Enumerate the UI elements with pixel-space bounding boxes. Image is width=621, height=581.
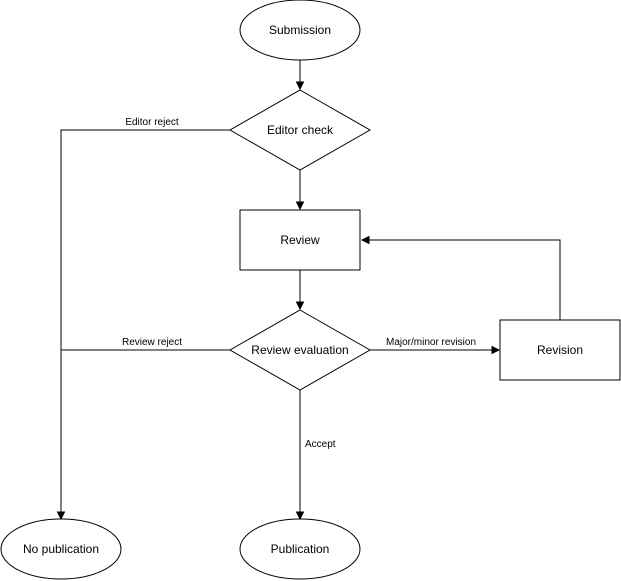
label-accept: Accept [305, 439, 336, 450]
arrowhead-review-right [360, 235, 370, 245]
arrowhead-review-evaluation [295, 301, 305, 311]
arrowhead-publication [295, 511, 305, 521]
node-no-publication [0, 518, 122, 580]
node-publication [239, 518, 361, 580]
node-review-evaluation [228, 309, 372, 391]
node-revision [499, 319, 621, 381]
arrowhead-review-top [295, 201, 305, 211]
label-publication: Publication [271, 542, 330, 556]
label-review-reject: Review reject [122, 337, 182, 348]
label-revision: Revision [537, 343, 583, 357]
edge-labels: Editor reject Review reject Major/minor … [122, 117, 476, 450]
edges [56, 60, 561, 521]
label-editor-reject: Editor reject [125, 117, 179, 128]
edge-revision-to-review [368, 239, 561, 320]
node-submission [239, 0, 361, 61]
edge-editor-reject [60, 129, 230, 513]
node-editor-check [228, 89, 372, 171]
label-major-minor-revision: Major/minor revision [386, 337, 476, 348]
arrowhead-no-publication [56, 511, 66, 521]
label-no-publication: No publication [23, 542, 99, 556]
label-review: Review [280, 233, 320, 247]
arrowhead-revision [491, 345, 501, 355]
label-review-evaluation: Review evaluation [251, 343, 348, 357]
arrowhead-editor-check [295, 81, 305, 91]
node-labels: Submission Editor check Review Review ev… [23, 23, 583, 556]
node-review [239, 209, 361, 271]
label-editor-check: Editor check [267, 123, 334, 137]
label-submission: Submission [269, 23, 331, 37]
